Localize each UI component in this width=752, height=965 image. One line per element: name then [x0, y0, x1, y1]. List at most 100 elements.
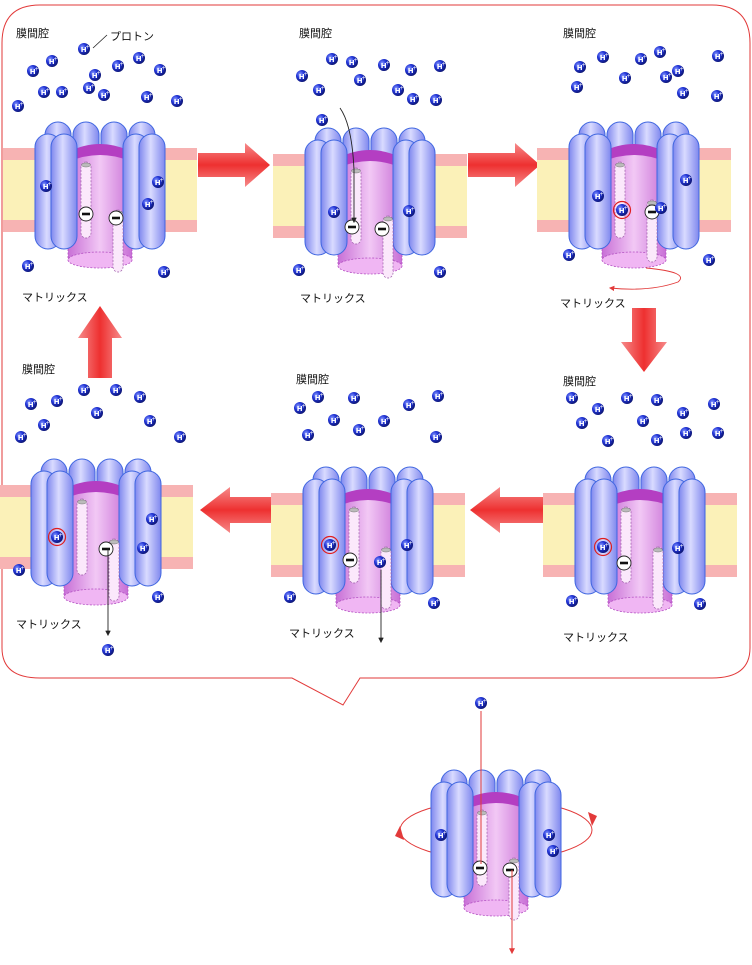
proton-icon: H+	[592, 403, 604, 415]
proton-icon: H+	[56, 86, 68, 98]
svg-text:H: H	[638, 56, 644, 64]
proton-icon: H+	[378, 415, 390, 427]
proton-channel-inlet	[80, 161, 92, 239]
svg-text:+: +	[571, 251, 575, 257]
proton-icon: H+	[401, 539, 413, 551]
svg-text:H: H	[574, 84, 580, 92]
proton-icon: H+	[434, 266, 446, 278]
proton-icon: H+	[680, 174, 692, 186]
svg-text:H: H	[697, 601, 703, 609]
svg-text:H: H	[177, 434, 183, 442]
proton-icon: H+	[110, 384, 122, 396]
proton-icon: H+	[619, 72, 631, 84]
proton-icon: H+	[134, 391, 146, 403]
svg-text:H: H	[59, 89, 65, 97]
c-ring-front	[430, 781, 562, 898]
proton-icon: H+	[51, 395, 63, 407]
svg-text:+: +	[46, 88, 50, 94]
svg-text:H: H	[25, 263, 31, 271]
svg-text:+: +	[711, 256, 715, 262]
svg-text:H: H	[478, 700, 484, 708]
svg-text:H: H	[30, 68, 36, 76]
svg-text:+: +	[361, 426, 365, 432]
svg-text:H: H	[41, 89, 47, 97]
proton-icon: H+	[22, 260, 34, 272]
proton-icon: H+	[38, 86, 50, 98]
svg-text:H: H	[431, 600, 437, 608]
svg-text:+: +	[662, 48, 666, 54]
proton-icon: H+	[91, 407, 103, 419]
label-matrix-6: マトリックス	[16, 618, 82, 631]
svg-text:H: H	[654, 397, 660, 405]
svg-text:H: H	[619, 207, 625, 215]
bound-proton-icon: H+	[324, 539, 336, 551]
svg-text:+: +	[685, 89, 689, 95]
flow-arrows	[78, 143, 667, 533]
flow-arrow-3-to-4	[621, 308, 667, 372]
svg-text:+: +	[574, 597, 578, 603]
proton-icon: H+	[27, 65, 39, 77]
svg-text:H: H	[145, 201, 151, 209]
region-labels: 膜間腔 膜間腔 膜間腔 膜間腔 膜間腔 膜間腔 マトリックス マトリックス マト…	[16, 26, 629, 644]
svg-text:+: +	[574, 394, 578, 400]
negative-charge-icon	[98, 541, 114, 557]
svg-text:H: H	[149, 516, 155, 524]
svg-text:H: H	[675, 68, 681, 76]
proton-icon: H+	[708, 398, 720, 410]
svg-text:+: +	[643, 55, 647, 61]
svg-text:H: H	[349, 59, 355, 67]
svg-text:H: H	[329, 56, 335, 64]
svg-text:+: +	[46, 421, 50, 427]
rotor-shaft	[601, 144, 667, 269]
proton-icon: H+	[432, 390, 444, 402]
svg-text:H: H	[316, 87, 322, 95]
proton-icon: H+	[672, 542, 684, 554]
svg-text:H: H	[683, 177, 689, 185]
binding-site-highlight	[612, 200, 632, 220]
svg-text:H: H	[683, 430, 689, 438]
proton-icon: H+	[312, 391, 324, 403]
negative-charge-icon	[342, 552, 358, 568]
bound-proton-icon: H+	[597, 541, 609, 553]
svg-text:H: H	[433, 97, 439, 105]
flow-arrow-1-to-2	[198, 143, 270, 187]
svg-text:H: H	[569, 598, 575, 606]
svg-text:H: H	[577, 64, 583, 72]
label-proton: プロトン	[110, 30, 154, 43]
proton-icon: H+	[102, 644, 114, 656]
proton-entry-path	[339, 107, 357, 224]
proton-icon: H+	[374, 556, 386, 568]
proton-icon: H+	[174, 431, 186, 443]
svg-text:H: H	[437, 63, 443, 71]
svg-text:H: H	[49, 58, 55, 66]
svg-text:H: H	[43, 183, 49, 191]
svg-text:+: +	[152, 417, 156, 423]
svg-text:H: H	[622, 75, 628, 83]
proton-icon: H+	[25, 398, 37, 410]
summary-figure: H+H+H+H+	[395, 697, 597, 955]
svg-text:H: H	[101, 92, 107, 100]
svg-text:+: +	[106, 91, 110, 97]
svg-text:+: +	[659, 436, 663, 442]
proton-icon: H+	[133, 52, 145, 64]
svg-text:H: H	[663, 74, 669, 82]
label-matrix-4: マトリックス	[563, 631, 629, 644]
svg-text:H: H	[174, 98, 180, 106]
binding-site-highlight	[593, 537, 613, 557]
svg-text:+: +	[166, 268, 170, 274]
svg-text:H: H	[137, 394, 143, 402]
svg-text:H: H	[18, 434, 24, 442]
proton-channel-inlet	[76, 498, 88, 576]
svg-text:+: +	[59, 397, 63, 403]
svg-text:H: H	[92, 72, 98, 80]
flow-arrow-2-to-3	[468, 143, 540, 187]
svg-text:+: +	[59, 533, 63, 539]
label-intermembrane-1: 膜間腔	[16, 26, 49, 40]
svg-text:+: +	[145, 544, 149, 550]
svg-text:+: +	[336, 208, 340, 214]
proton-icon: H+	[694, 598, 706, 610]
svg-text:+: +	[310, 431, 314, 437]
proton-icon: H+	[137, 542, 149, 554]
svg-text:+: +	[413, 66, 417, 72]
